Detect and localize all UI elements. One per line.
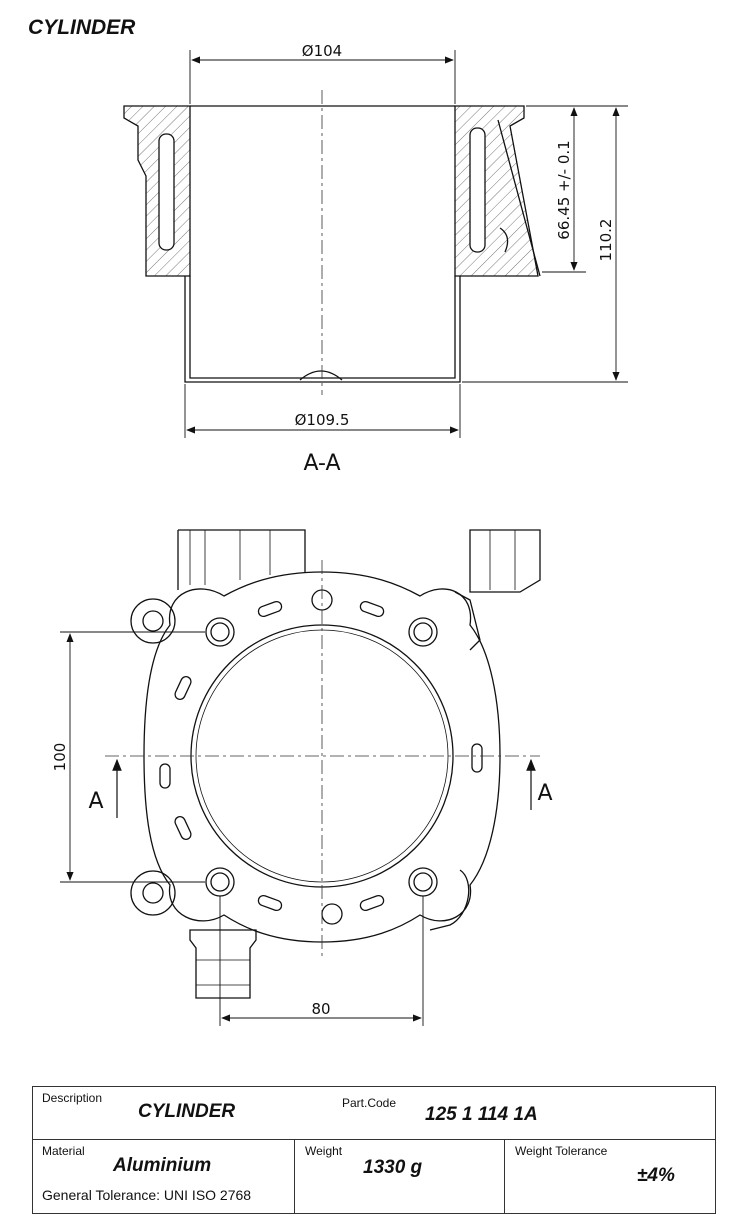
left-wall-section — [123, 105, 191, 277]
height-partial-dim: 66.45 +/- 0.1 — [555, 140, 573, 239]
weight-tolerance-cell: Weight Tolerance ±4% — [505, 1139, 715, 1213]
bolt-horizontal-dim: 80 — [311, 1000, 330, 1018]
right-wall-section — [454, 105, 539, 277]
title-block-row-1: Description CYLINDER Part.Code 125 1 114… — [33, 1087, 715, 1140]
top-view — [130, 529, 541, 999]
material-label: Material — [42, 1144, 85, 1158]
description-label: Description — [42, 1091, 103, 1105]
page-title: CYLINDER — [28, 16, 136, 39]
weight-label: Weight — [305, 1144, 343, 1158]
weight-tolerance-label: Weight Tolerance — [515, 1144, 608, 1158]
bolt-vertical-dim: 100 — [51, 743, 69, 772]
material-cell: Material Aluminium General Tolerance: UN… — [33, 1139, 295, 1213]
height-total-dim: 110.2 — [597, 219, 615, 262]
technical-drawing: Ø104 Ø109.5 66.45 +/- 0.1 110.2 A-A — [51, 42, 628, 1026]
weight-tolerance-value: ±4% — [637, 1165, 675, 1186]
section-marker-left: A — [88, 789, 103, 814]
weight-value: 1330 g — [363, 1157, 423, 1178]
section-dimensions — [184, 50, 628, 438]
section-markers — [112, 758, 536, 818]
title-block: Description CYLINDER Part.Code 125 1 114… — [32, 1086, 716, 1214]
part-code-value: 125 1 114 1A — [425, 1104, 538, 1125]
part-code-label: Part.Code — [342, 1096, 397, 1110]
material-value: Aluminium — [113, 1155, 212, 1176]
section-marker-right: A — [537, 781, 552, 806]
description-value: CYLINDER — [138, 1101, 236, 1122]
bore-bottom-dim: Ø109.5 — [295, 411, 350, 429]
section-label: A-A — [303, 451, 340, 476]
weight-cell: Weight 1330 g — [295, 1139, 505, 1213]
section-view — [123, 105, 541, 383]
general-tolerance: General Tolerance: UNI ISO 2768 — [42, 1187, 252, 1203]
bore-top-dim: Ø104 — [302, 42, 342, 60]
top-dimensions — [60, 631, 424, 1026]
